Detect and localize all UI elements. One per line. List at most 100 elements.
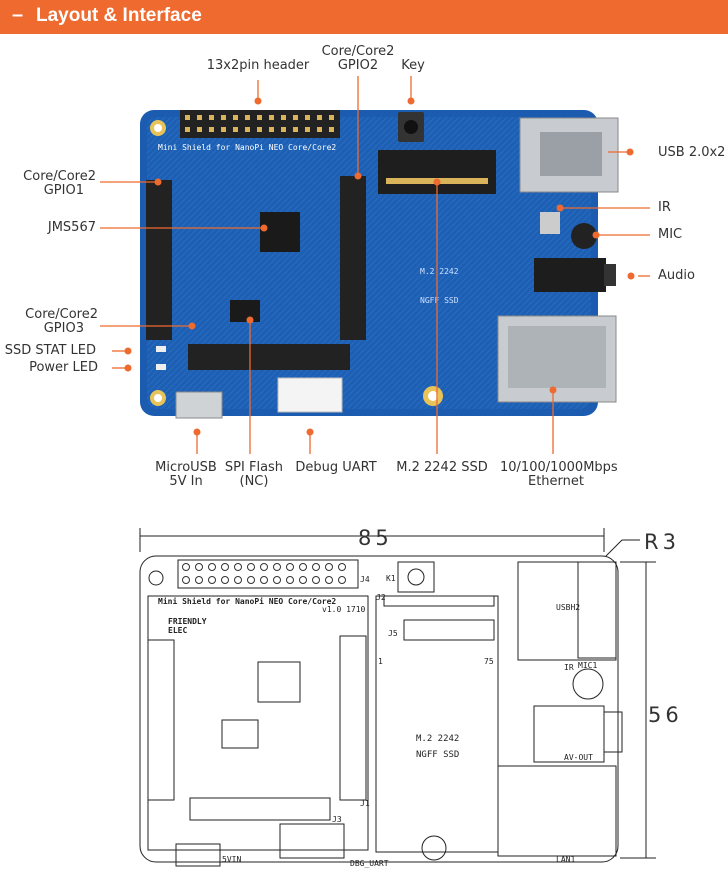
header-pin [221, 115, 226, 120]
dimension-drawing [139, 528, 656, 867]
dim-header-pin [234, 576, 242, 584]
dim-height-label: 56 [648, 703, 683, 727]
dim-silk-1: 1 [378, 657, 383, 666]
dim-silk-j4: J4 [360, 575, 370, 584]
header-pin [305, 127, 310, 132]
debug-uart-connector [277, 377, 343, 413]
dim-header-pin [312, 576, 320, 584]
header-pin [185, 127, 190, 132]
dim-silk-k1: K1 [386, 574, 396, 583]
header-pin [317, 115, 322, 120]
board-silk-m2-1: M.2 2242 [420, 267, 459, 276]
label-ssd-stat-led: SSD STAT LED [4, 343, 96, 358]
dim-header-pin [234, 563, 242, 571]
label-microusb-line2: 5V In [169, 474, 203, 489]
header-pin [233, 127, 238, 132]
dim-header-pin [208, 576, 216, 584]
ir-receiver [540, 212, 560, 234]
header-pin [281, 127, 286, 132]
audio-jack [534, 258, 606, 292]
header-pin [209, 127, 214, 132]
section-banner: – Layout & Interface [0, 0, 728, 34]
dim-header-pin [338, 576, 346, 584]
leader-dots [124, 97, 635, 436]
ssd-led [156, 346, 166, 352]
dim-silk-avout: AV-OUT [564, 753, 593, 762]
label-power-led: Power LED [29, 360, 98, 375]
section-title: Layout & Interface [36, 5, 202, 26]
dim-silk-j5: J5 [388, 629, 398, 638]
mic-element [571, 223, 597, 249]
dim-header-pin [247, 563, 255, 571]
dim-header-pin [273, 563, 281, 571]
dim-header-pin [338, 563, 346, 571]
dim-header-pin [286, 576, 294, 584]
dim-header-pin [221, 563, 229, 571]
label-gpio3-line2: GPIO3 [43, 321, 84, 336]
dim-header-pin [286, 563, 294, 571]
dim-silk-brand1: FRIENDLY [168, 617, 207, 626]
header-pin [305, 115, 310, 120]
header-pin [317, 127, 322, 132]
dim-header-pin [325, 563, 333, 571]
header-13x2 [180, 110, 340, 138]
dim-silk-m2-1: M.2 2242 [416, 734, 459, 744]
dim-width-label: 85 [358, 526, 393, 550]
dim-silk-mic1: MIC1 [578, 661, 597, 670]
board-silk-m2-2: NGFF SSD [420, 296, 459, 305]
label-ir: IR [658, 200, 671, 215]
dim-header-pin [325, 576, 333, 584]
dim-header-pin [273, 576, 281, 584]
label-spi-line1: SPI Flash [224, 460, 284, 475]
dim-header-pin [195, 563, 203, 571]
header-pin [293, 127, 298, 132]
header-pin [293, 115, 298, 120]
dim-header-pin [182, 576, 190, 584]
label-key: Key [401, 58, 425, 73]
label-mic: MIC [658, 227, 683, 242]
header-pin [257, 127, 262, 132]
header-pin [233, 115, 238, 120]
jms567-chip [260, 212, 300, 252]
dim-header-pin [260, 563, 268, 571]
dim-silk-vin: 5VIN [222, 855, 241, 864]
header-pin [269, 115, 274, 120]
label-gpio1-line2: GPIO1 [43, 183, 84, 198]
header-pin [221, 127, 226, 132]
gpio2-header [340, 176, 366, 340]
header-pin [281, 115, 286, 120]
label-m2-ssd: M.2 2242 SSD [396, 460, 488, 475]
label-usb: USB 2.0x2 [658, 145, 726, 160]
dim-silk-version: v1.0 1710 [322, 605, 366, 614]
microusb-port [175, 391, 223, 419]
dim-header-pin [312, 563, 320, 571]
label-gpio3-line1: Core/Core2 [25, 307, 98, 322]
label-microusb-line1: MicroUSB [155, 460, 217, 475]
dim-silk-dbg: DBG_UART [350, 859, 389, 868]
dim-header-pin [182, 563, 190, 571]
spi-flash-chip [230, 300, 260, 322]
dim-silk-ir: IR [564, 663, 574, 672]
dim-header-pin [221, 576, 229, 584]
label-13x2pin-header: 13x2pin header [206, 58, 310, 73]
header-pin [197, 127, 202, 132]
board-silk-title: Mini Shield for NanoPi NEO Core/Core2 [158, 143, 336, 152]
dim-header-pin [247, 576, 255, 584]
label-jms567: JMS567 [47, 220, 96, 235]
gpio3-header [188, 344, 350, 370]
header-pin [245, 115, 250, 120]
dim-header-pin [208, 563, 216, 571]
header-pin [197, 115, 202, 120]
label-gpio1-line1: Core/Core2 [23, 169, 96, 184]
header-pin [209, 115, 214, 120]
dim-header-pin [195, 576, 203, 584]
banner-dash: – [12, 4, 24, 26]
dim-header-pin [299, 563, 307, 571]
power-led [156, 364, 166, 370]
dim-silk-usbh2: USBH2 [556, 603, 580, 612]
dim-silk-j3: J3 [332, 815, 342, 824]
header-pin [269, 127, 274, 132]
header-pin [257, 115, 262, 120]
dim-silk-m2-2: NGFF SSD [416, 750, 459, 760]
dim-silk-title: Mini Shield for NanoPi NEO Core/Core2 [158, 596, 336, 606]
